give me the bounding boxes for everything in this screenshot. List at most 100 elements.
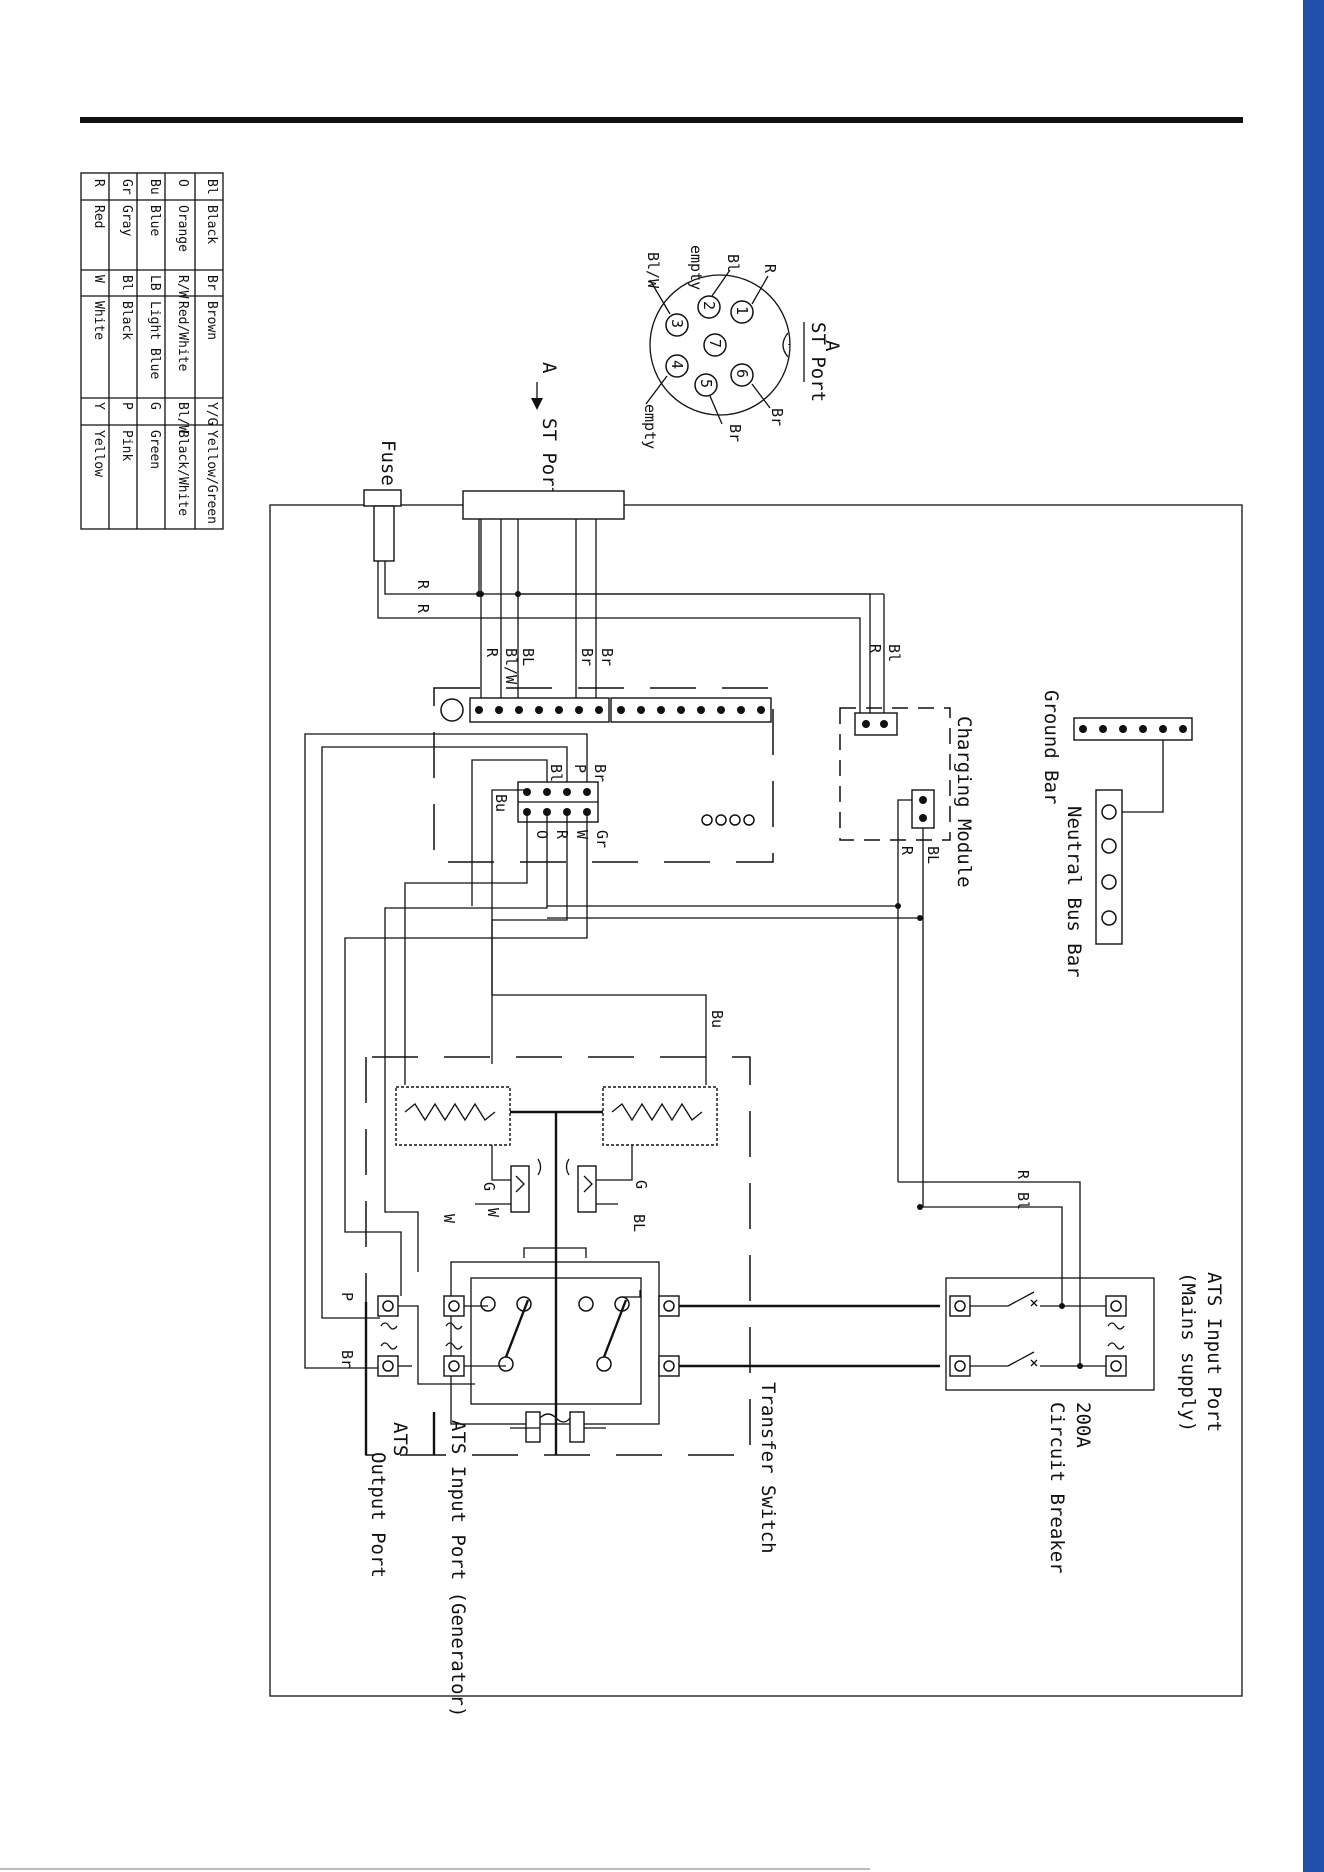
st-port-view-letter: A	[821, 340, 843, 352]
wire-label: Bu	[492, 794, 510, 812]
page-edge-bar	[1303, 0, 1324, 1872]
wire-label: R	[898, 846, 916, 856]
wire-label: R	[414, 604, 432, 614]
circuit-breaker-label: Circuit Breaker	[1046, 1402, 1068, 1574]
st-port-pointer: A ST Port	[531, 362, 560, 498]
wire-label: BL	[924, 846, 942, 864]
legend-name: Gray	[119, 205, 134, 236]
ats-output-label: Output Port	[367, 1452, 389, 1578]
wire-label: Br	[598, 648, 616, 666]
legend-code: R	[91, 179, 106, 187]
ats-output-port	[364, 1295, 475, 1455]
wire-label: Bl	[885, 644, 903, 662]
charging-module-label: Charging Module	[953, 716, 975, 888]
pin-wire-label: empty	[687, 245, 705, 290]
neutral-bus-bar	[1095, 789, 1123, 945]
legend-code: Y/G	[204, 402, 219, 426]
wire-label: G	[480, 1182, 498, 1191]
legend-code: Gr	[119, 179, 134, 195]
fuse-body	[373, 505, 395, 562]
legend-name: Black	[204, 205, 219, 244]
legend-code: Bl/W	[175, 402, 190, 433]
breaker-feed-wires	[898, 1181, 1081, 1366]
wire-label: W	[573, 830, 591, 840]
legend-name: Red	[91, 205, 106, 228]
wire-label: R	[1014, 1170, 1032, 1180]
ats-output-label: ATS	[389, 1422, 411, 1456]
pin-label: 7	[706, 339, 724, 348]
wire-label: Bl	[547, 764, 565, 782]
wire-label: W	[484, 1208, 502, 1218]
transfer-switch	[365, 1056, 751, 1456]
ground-bar-label: Ground Bar	[1040, 690, 1062, 804]
header-rule	[80, 117, 1243, 123]
circuit-breaker-rating: 200A	[1072, 1402, 1094, 1448]
legend-name: White	[91, 301, 106, 340]
legend-code: W	[91, 275, 106, 283]
st-port-arrow-letter: A	[538, 362, 560, 374]
legend-code: P	[119, 402, 134, 410]
legend-name: Yellow/Green	[204, 430, 219, 524]
circuit-breaker	[945, 1277, 1155, 1391]
wire-label: R	[866, 644, 884, 654]
controller-board	[433, 687, 774, 863]
legend-name: Brown	[204, 301, 219, 340]
transfer-switch-label: Transfer Switch	[757, 1382, 779, 1554]
wire-label: G	[632, 1180, 650, 1189]
wire-label: BL	[630, 1214, 648, 1232]
mains-side-terminals	[622, 1290, 940, 1377]
ats-input-mains-label: (Mains supply)	[1177, 1272, 1199, 1432]
wire-label: O	[533, 830, 551, 839]
wire-label: Br	[578, 648, 596, 666]
st-port-block	[462, 490, 625, 520]
ground-bar	[1073, 717, 1193, 813]
fuse-label: Fuse	[377, 440, 399, 486]
pin-label: 4	[668, 360, 686, 369]
top-wiring	[377, 519, 885, 718]
legend-code: Bl	[204, 179, 219, 195]
legend-code: G	[147, 402, 162, 410]
legend-name: Black	[119, 301, 134, 340]
legend-code: Br	[204, 275, 219, 291]
legend-code: Bl	[119, 275, 134, 291]
pin-wire-label: Br	[726, 424, 744, 442]
wire-label: Bl	[1014, 1192, 1032, 1210]
pin-label: 1	[733, 306, 751, 315]
legend-name: Blue	[147, 205, 162, 236]
wire-label: R	[483, 648, 501, 658]
charging-module	[839, 707, 951, 1207]
st-port-title: ST Port	[538, 418, 560, 498]
neutral-bus-bar-label: Neutral Bus Bar	[1063, 806, 1085, 978]
legend-code: Y	[91, 402, 106, 410]
color-legend: Bl Black Br Brown Y/G Yellow/Green O Ora…	[80, 172, 224, 530]
pin-label: 2	[700, 301, 718, 310]
st-port-view-title: ST Port	[807, 322, 829, 402]
legend-name: Yellow	[91, 430, 106, 477]
legend-name: Black/White	[175, 430, 190, 516]
st-port-view: 1 2 3 4 5 6 7 R Bl empty Bl/W empty Br B…	[641, 245, 843, 449]
pin-label: 3	[668, 319, 686, 328]
legend-code: LB	[147, 275, 162, 291]
ats-input-mains-label: ATS Input Port	[1203, 1272, 1225, 1432]
legend-name: Red/White	[175, 301, 190, 372]
wire-label: W	[440, 1214, 458, 1224]
wire-label: Br	[338, 1350, 356, 1368]
legend-name: Orange	[175, 205, 190, 252]
pin-wire-label: Bl/W	[644, 252, 662, 289]
legend-code: O	[175, 179, 190, 187]
pin-label: 6	[733, 369, 751, 378]
wire-label: P	[571, 764, 589, 773]
wire-label: Bu	[708, 1010, 726, 1028]
wire-label: Gr	[593, 830, 611, 848]
legend-code: Bu	[147, 179, 162, 195]
wire-label: P	[338, 1292, 356, 1301]
legend-name: Green	[147, 430, 162, 469]
main-frame	[269, 504, 1243, 1697]
legend-code: R/W	[175, 275, 190, 299]
pin-label: 5	[697, 379, 715, 388]
ats-input-generator-port	[432, 1295, 506, 1455]
ats-input-generator-label: ATS Input Port (Generator)	[447, 1420, 469, 1717]
wire-label: BL	[519, 648, 537, 666]
